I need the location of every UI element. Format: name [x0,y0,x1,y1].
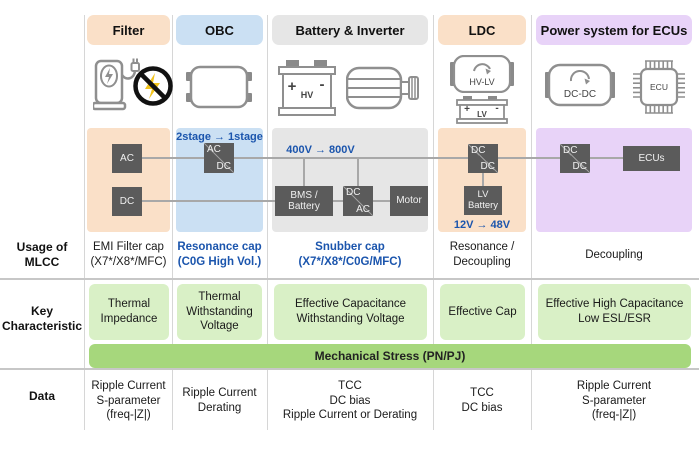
data-battery-inverter: TCC DC bias Ripple Current or Derating [282,379,418,422]
row-label-data: Data [28,389,55,404]
svg-text:-: - [320,76,325,93]
svg-text:+: + [288,78,297,95]
data-obc: Ripple Current Derating [182,387,257,414]
lv-battery-box: LV Battery [464,186,502,215]
key-power-ecus: Effective High Capacitance Low ESL/ESR [538,284,691,340]
cycle-arrow-icon [473,63,491,72]
note-voltage-12-48: 12V → 48V [453,219,511,231]
bms-battery-box: BMS / Battery [275,186,333,216]
motor-box: Motor [390,186,428,216]
dc-line [142,200,275,202]
svg-text:DC-DC: DC-DC [564,89,596,100]
tap-line [357,157,359,186]
divider-battery-ldc [433,15,434,430]
header-obc: OBC [176,15,263,45]
usage-obc: Resonance cap (C0G High Vol.) [177,241,262,268]
ac-box: AC [112,144,142,173]
usage-power-ecus: Decoupling [585,248,643,261]
hv-lv-converter-icon: HV-LV [450,55,514,93]
data-ldc: TCC DC bias [461,387,503,414]
ecus-box: ECUs [623,146,680,171]
tap-line [303,157,305,186]
note-obc-stage: 2stage → 1stage [176,131,263,143]
bus-line [142,157,204,159]
cycle-arrow-icon [569,70,590,82]
header-power-ecus: Power system for ECUs [536,15,692,45]
bus-line [498,157,560,159]
divider-labels [84,15,85,430]
bus-line [234,157,468,159]
divider-key-data [0,368,699,370]
key-battery-inverter: Effective Capacitance Withstanding Volta… [274,284,427,340]
ecu-chip-icon: ECU [633,60,685,114]
data-filter: Ripple Current S-parameter (freq-|Z|) [91,379,166,422]
header-battery-inverter: Battery & Inverter [272,15,428,45]
key-obc: Thermal Withstanding Voltage [177,284,262,340]
header-filter: Filter [87,15,170,45]
divider-obc-battery [267,15,268,430]
divider-filter-obc [172,15,173,430]
row-label-key-characteristic: Key Characteristic [1,303,83,333]
header-ldc: LDC [438,15,526,45]
row-label-usage: Usage of MLCC [16,239,68,269]
ev-charger-no-lightning-icon [93,58,173,111]
data-power-ecus: Ripple Current S-parameter (freq-|Z|) [576,379,652,422]
dc-line [333,200,343,202]
hv-battery-icon: + - HV [278,60,336,116]
obc-acdc-box: AC DC [204,143,234,173]
usage-ldc: Resonance / Decoupling [449,241,515,268]
svg-text:-: - [495,103,498,114]
key-ldc: Effective Cap [440,284,525,340]
lv-battery-icon: + - LV [456,96,508,124]
dc-dc-converter-icon: DC-DC [545,63,615,107]
obc-module-icon [186,65,252,109]
dc-box: DC [112,187,142,216]
motor-icon [346,66,419,110]
svg-text:HV: HV [301,90,314,100]
usage-filter: EMI Filter cap (X7*/X8*/MFC) [90,241,167,268]
usage-battery-inverter: Snubber cap (X7*/X8*/C0G/MFC) [298,241,402,268]
divider-usage-key [0,278,699,280]
note-voltage-400-800: 400V → 800V [286,144,355,156]
svg-text:ECU: ECU [650,82,668,92]
bus-line [590,157,623,159]
svg-text:+: + [464,104,470,115]
ecu-dcdc-box: DC DC [560,144,590,173]
inverter-dcac-box: DC AC [343,186,373,216]
svg-text:HV-LV: HV-LV [469,77,494,87]
dc-line [373,200,390,202]
ldc-dcdc-box: DC DC [468,144,498,173]
svg-text:LV: LV [477,110,487,119]
lv-line [482,173,484,186]
mechanical-stress-bar: Mechanical Stress (PN/PJ) [89,344,691,368]
divider-ldc-ecu [531,15,532,430]
key-filter: Thermal Impedance [89,284,169,340]
